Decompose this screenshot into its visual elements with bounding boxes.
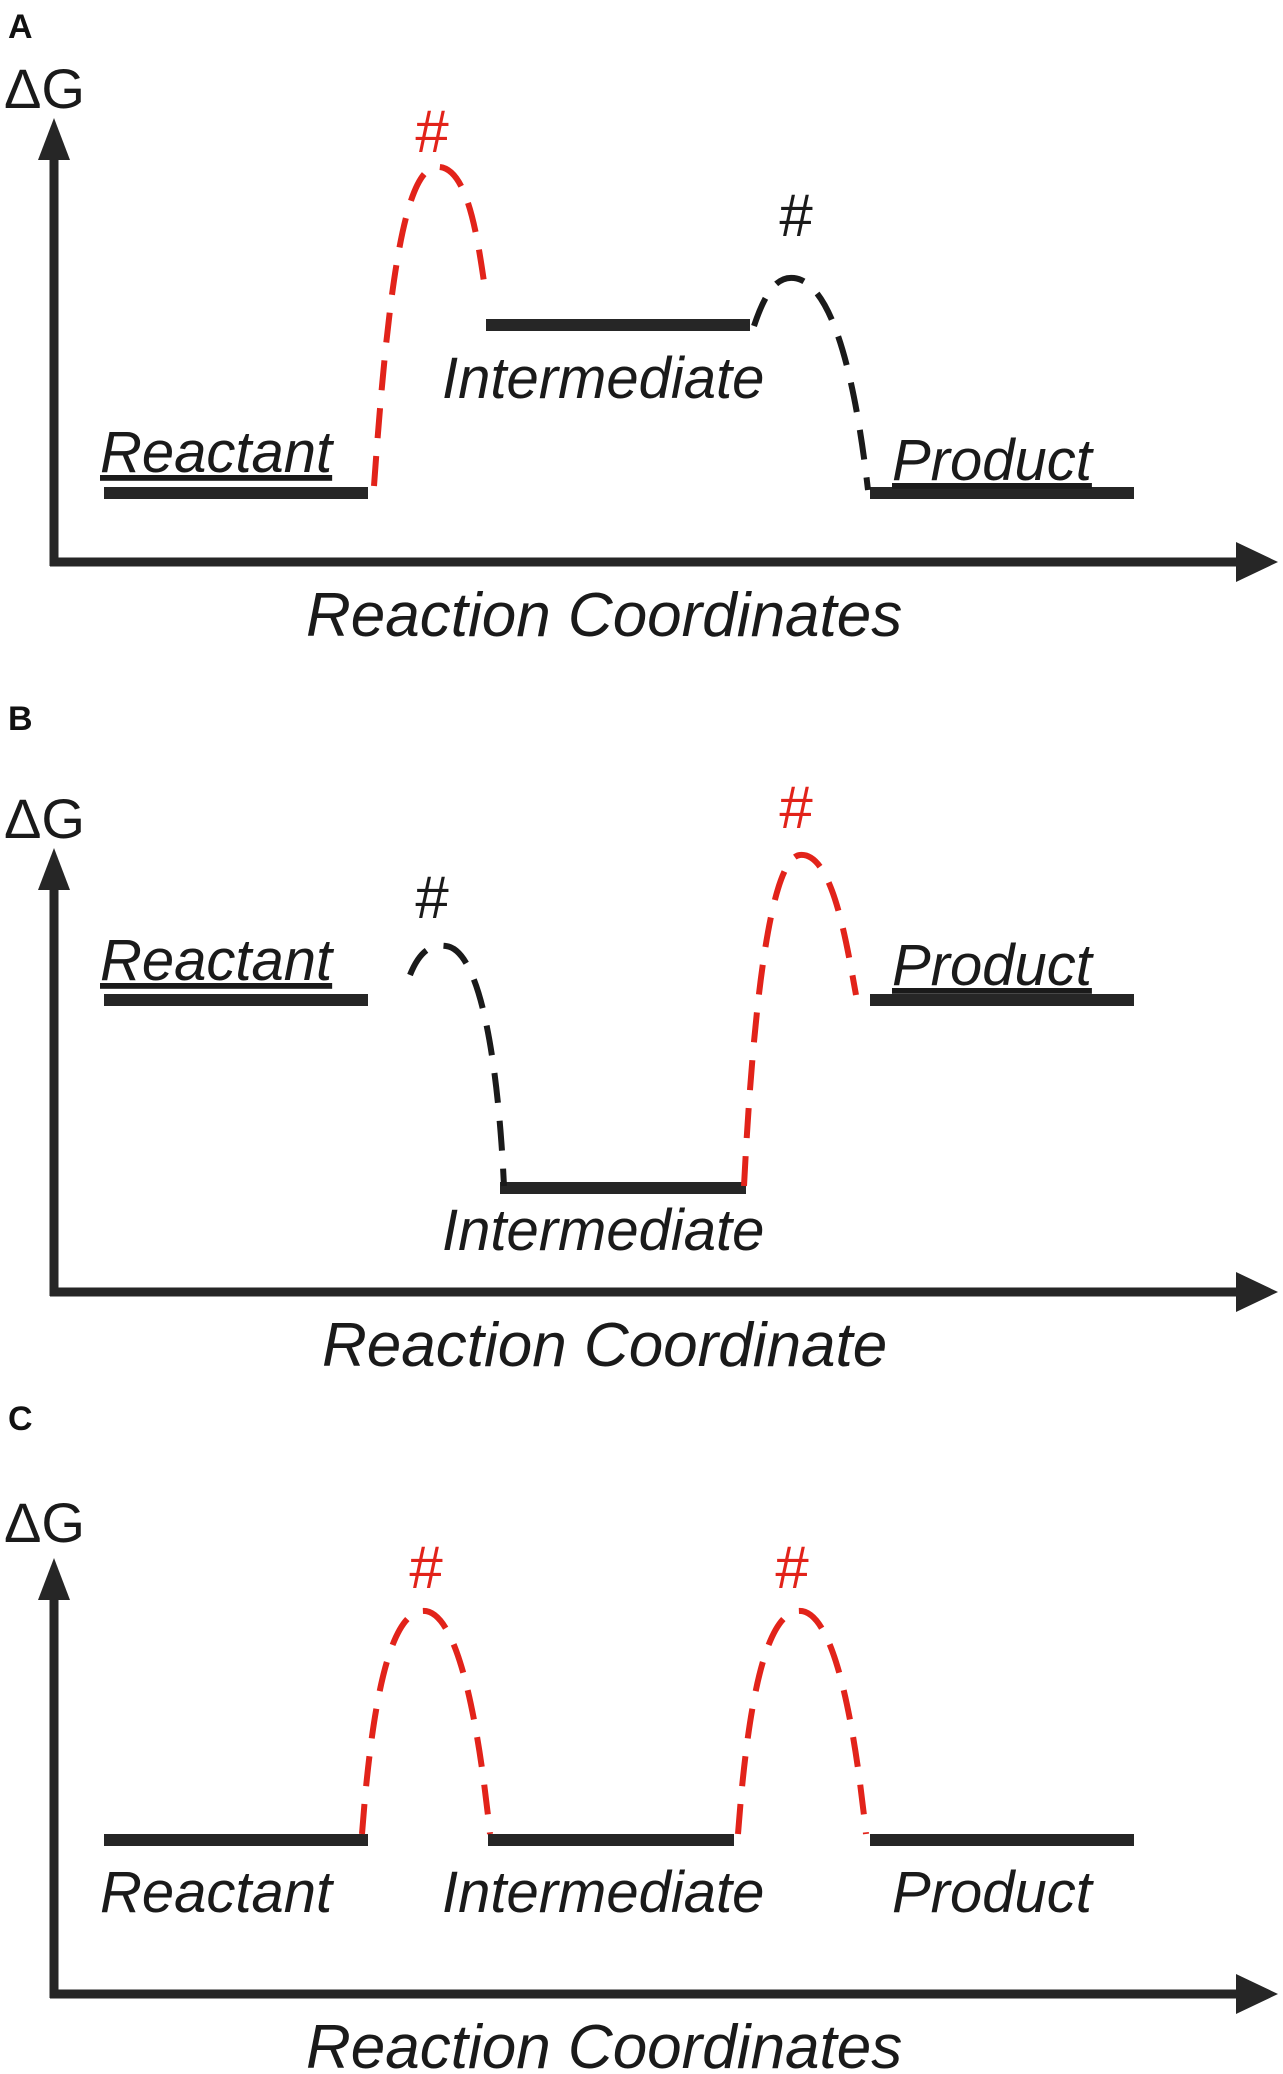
panel-b-x-axis-label: Reaction Coordinate: [322, 1311, 887, 1380]
panel-c-letter: C: [8, 1400, 33, 1438]
panel-c-barrier-1: [359, 1608, 493, 1835]
panel-b-product-label: Product: [892, 933, 1095, 998]
panel-a-reactant-label: Reactant: [100, 420, 335, 485]
panel-b-barrier-2: [741, 852, 859, 1187]
panel-c-x-axis-arrowhead: [1236, 1974, 1278, 2014]
panel-b-intermediate-label: Intermediate: [442, 1198, 764, 1263]
panel-a-x-axis-arrowhead: [1236, 542, 1278, 582]
panel-c-y-axis-arrowhead: [38, 1558, 70, 1600]
panel-c-intermediate-label: Intermediate: [442, 1860, 764, 1925]
panel-a-barrier-2: [751, 274, 871, 491]
panel-b-letter: B: [8, 700, 33, 738]
panel-a-barrier-1: [371, 164, 489, 487]
panel-a-x-axis-label: Reaction Coordinates: [306, 581, 902, 650]
panel-a: A ΔG # # Reactant Intermediate Product R…: [4, 8, 1278, 650]
panel-c-y-axis-label: ΔG: [4, 1491, 85, 1554]
panel-b-barrier-1: [407, 942, 507, 1187]
panel-a-transition-state-1-marker: #: [415, 98, 449, 165]
panel-c-barrier-2: [735, 1608, 869, 1835]
panel-a-letter: A: [8, 8, 33, 46]
panel-b-transition-state-2-marker: #: [779, 774, 813, 841]
panel-b: B ΔG # # Reactant Intermediate Product R…: [4, 700, 1278, 1380]
panel-b-reactant-label: Reactant: [100, 928, 335, 993]
panel-c-transition-state-2-marker: #: [775, 1534, 809, 1601]
panel-b-y-axis-arrowhead: [38, 848, 70, 890]
panel-a-y-axis-arrowhead: [38, 118, 70, 160]
panel-a-y-axis-label: ΔG: [4, 57, 85, 120]
panel-c: C ΔG # # Reactant Intermediate Product R…: [4, 1400, 1278, 2074]
panel-a-product-label: Product: [892, 428, 1095, 493]
panel-c-reactant-label: Reactant: [100, 1860, 335, 1925]
panel-c-product-label: Product: [892, 1860, 1095, 1925]
panel-b-x-axis-arrowhead: [1236, 1272, 1278, 1312]
panel-a-transition-state-2-marker: #: [779, 182, 813, 249]
panel-a-intermediate-label: Intermediate: [442, 346, 764, 411]
panel-c-transition-state-1-marker: #: [409, 1534, 443, 1601]
panel-b-y-axis-label: ΔG: [4, 787, 85, 850]
panel-c-x-axis-label: Reaction Coordinates: [306, 2013, 902, 2074]
panel-b-transition-state-1-marker: #: [415, 864, 449, 931]
